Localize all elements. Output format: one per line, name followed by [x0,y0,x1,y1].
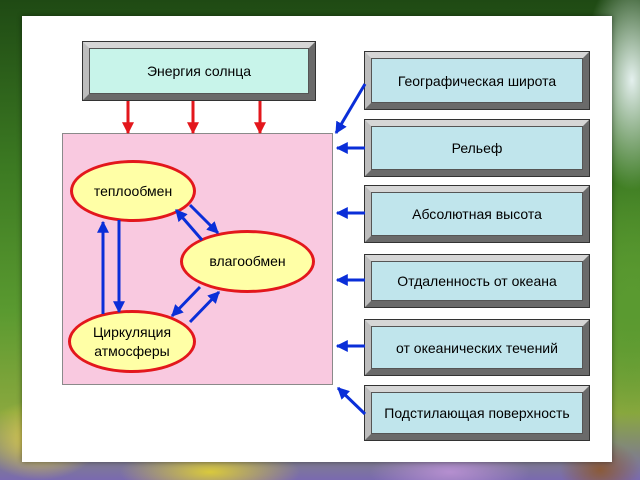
factor-box-ocean-currents: от океанических течений [364,319,590,376]
factor-label-ocean-currents: от океанических течений [396,339,558,356]
factor-box-altitude: Абсолютная высота [364,185,590,243]
factor-box-latitude: Географическая широта [364,51,590,110]
heat-exchange-oval: теплообмен [70,160,196,222]
factor-label-ocean-distance: Отдаленность от океана [397,273,557,289]
factor-box-ocean-distance: Отдаленность от океана [364,254,590,308]
moisture-exchange-label: влагообмен [209,253,286,269]
factor-box-relief: Рельеф [364,119,590,177]
moisture-exchange-oval: влагообмен [180,230,315,293]
factor-label-relief: Рельеф [451,140,503,156]
heat-exchange-label: теплообмен [93,182,173,199]
solar-energy-label: Энергия солнца [146,63,252,79]
atmospheric-circulation-label-line2: атмосферы [94,342,170,359]
solar-energy-box: Энергия солнца [82,41,316,101]
factor-box-underlying-surface: Подстилающая поверхность [364,385,590,441]
factor-label-latitude: Географическая широта [397,72,557,89]
factor-label-altitude: Абсолютная высота [412,206,542,222]
atmospheric-circulation-oval: Циркуляция атмосферы [68,310,196,373]
factor-label-underlying-surface: Подстилающая поверхность [384,405,570,421]
atmospheric-circulation-label-line1: Циркуляция [92,323,172,340]
